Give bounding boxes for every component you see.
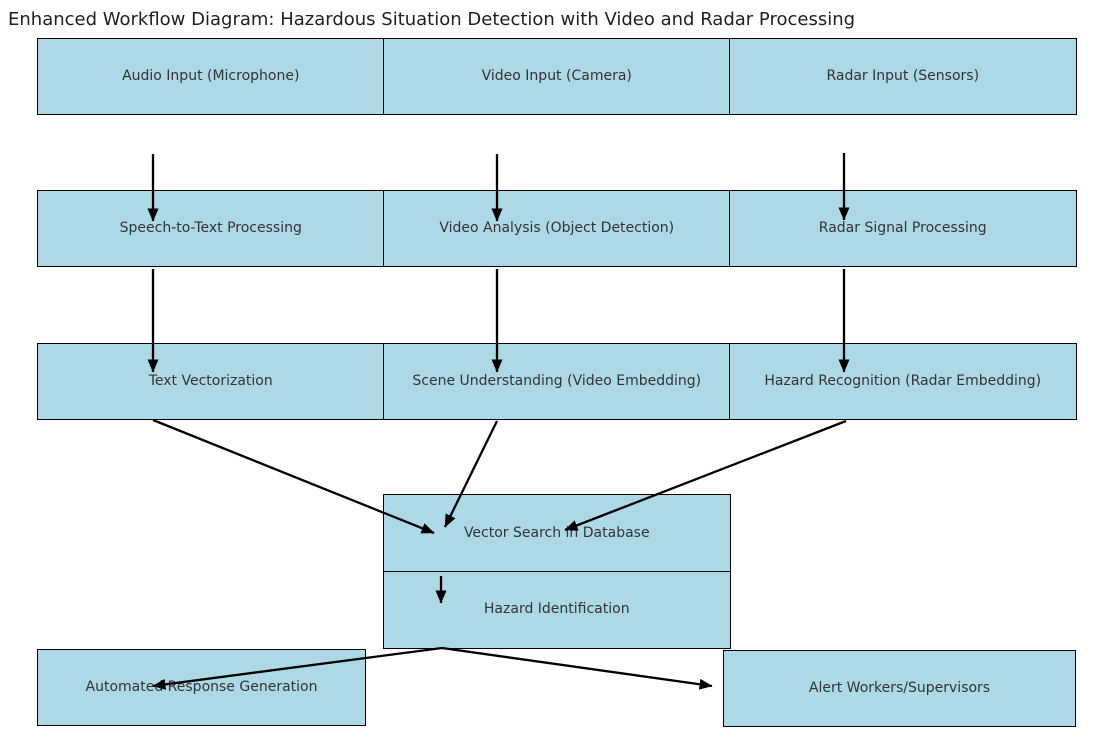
node-automated-response: Automated Response Generation [37, 649, 366, 726]
node-label: Hazard Recognition (Radar Embedding) [764, 373, 1042, 390]
node-label: Automated Response Generation [85, 679, 318, 696]
node-alert-workers: Alert Workers/Supervisors [723, 650, 1076, 727]
node-label: Vector Search in Database [463, 524, 650, 541]
node-scene-understanding: Scene Understanding (Video Embedding) [383, 343, 731, 420]
node-label: Hazard Identification [483, 601, 630, 618]
node-label: Text Vectorization [148, 373, 273, 390]
node-label: Video Analysis (Object Detection) [439, 220, 675, 237]
node-label: Radar Input (Sensors) [826, 68, 980, 85]
node-video-input: Video Input (Camera) [383, 38, 731, 115]
node-label: Audio Input (Microphone) [122, 68, 300, 85]
node-video-analysis: Video Analysis (Object Detection) [383, 190, 731, 267]
node-radar-input: Radar Input (Sensors) [729, 38, 1077, 115]
node-vector-search: Vector Search in Database [383, 494, 731, 572]
node-label: Scene Understanding (Video Embedding) [412, 373, 702, 390]
node-speech-to-text: Speech-to-Text Processing [37, 190, 385, 267]
node-label: Video Input (Camera) [481, 68, 632, 85]
edge-hazard-identification-to-alert-workers [441, 646, 713, 690]
node-hazard-identification: Hazard Identification [383, 570, 731, 649]
node-hazard-recognition: Hazard Recognition (Radar Embedding) [729, 343, 1077, 420]
node-audio-input: Audio Input (Microphone) [37, 38, 385, 115]
node-text-vectorization: Text Vectorization [37, 343, 385, 420]
diagram-title: Enhanced Workflow Diagram: Hazardous Sit… [8, 9, 856, 30]
node-label: Speech-to-Text Processing [119, 220, 302, 237]
node-label: Alert Workers/Supervisors [808, 680, 991, 697]
node-label: Radar Signal Processing [818, 220, 987, 237]
node-radar-signal: Radar Signal Processing [729, 190, 1077, 267]
